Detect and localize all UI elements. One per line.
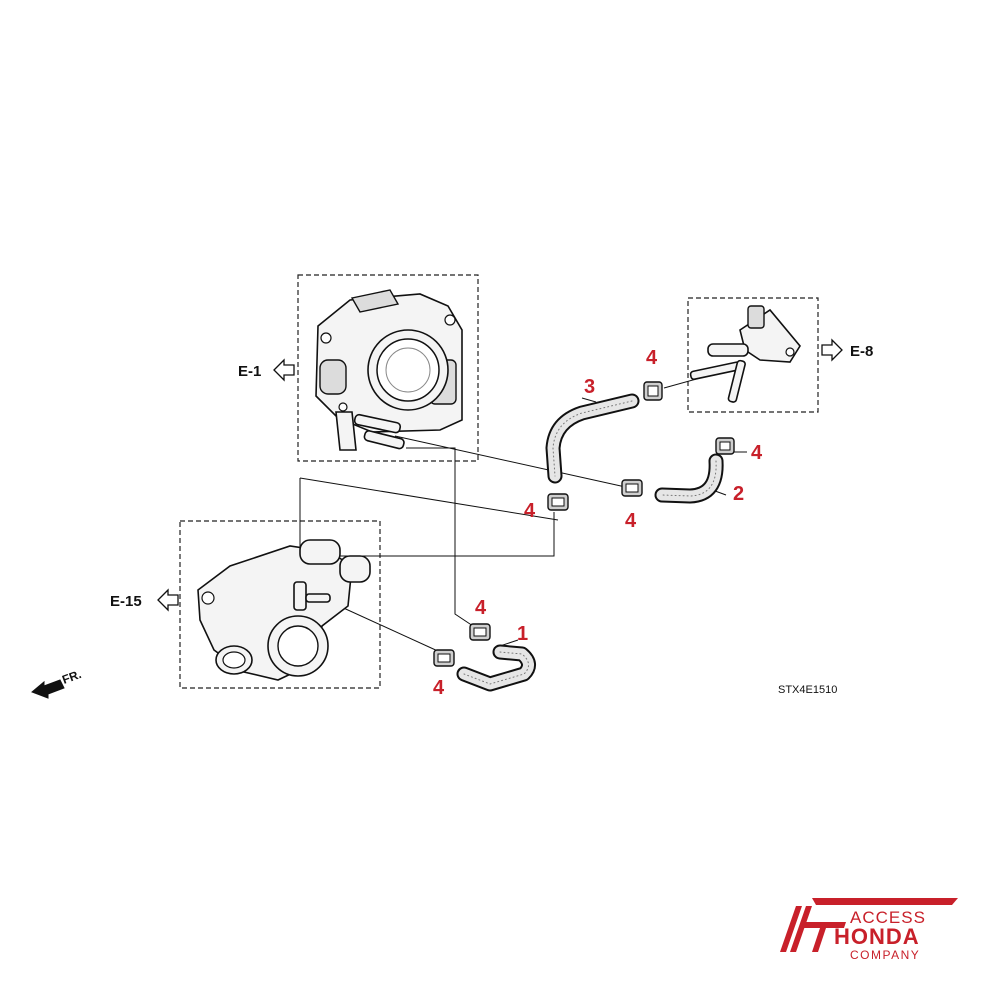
callout-clamp: 4: [475, 597, 487, 619]
callout-hose-2: 2: [733, 483, 744, 505]
hose-1: [456, 644, 536, 692]
callout-clamp: 4: [433, 677, 445, 699]
hose-clamp: [621, 479, 643, 497]
access-honda-logo: ACCESS HONDA COMPANY: [780, 898, 958, 962]
valve-group-box: [687, 297, 819, 413]
hose-clamp: [469, 623, 491, 641]
throttle-body-group-box: [297, 274, 479, 462]
reference-arrow-e8: [821, 338, 843, 362]
hose-clamp: [433, 649, 455, 667]
reference-arrow-e15: [157, 588, 179, 612]
hose-2: [654, 453, 724, 504]
reference-label-e8: E-8: [850, 343, 873, 360]
logo-line-1: ACCESS: [850, 908, 926, 927]
thermostat-housing: [197, 539, 371, 681]
thermostat-housing-group-box: [179, 520, 381, 689]
logo-line-3: COMPANY: [850, 948, 920, 962]
front-arrow-icon: [31, 679, 65, 699]
hose-clamp: [715, 437, 735, 455]
callout-hose-3: 3: [584, 376, 595, 398]
hose-3: [545, 393, 640, 484]
throttle-body: [315, 289, 463, 451]
callout-clamp: 4: [625, 510, 637, 532]
reference-label-e1: E-1: [238, 363, 261, 380]
leader-lines: [299, 377, 747, 653]
valve-assembly: [689, 305, 801, 403]
hose-clamp: [547, 493, 569, 511]
hose-clamp: [643, 381, 663, 401]
reference-arrow-e1: [273, 358, 295, 382]
diagram-code: STX4E1510: [778, 684, 837, 696]
callout-hose-1: 1: [517, 623, 528, 645]
reference-label-e15: E-15: [110, 593, 142, 610]
logo-line-2: HONDA: [834, 924, 920, 949]
callout-clamp: 4: [646, 347, 658, 369]
front-indicator-label: FR.: [60, 667, 83, 687]
callout-clamp: 4: [524, 500, 536, 522]
callout-clamp: 4: [751, 442, 763, 464]
